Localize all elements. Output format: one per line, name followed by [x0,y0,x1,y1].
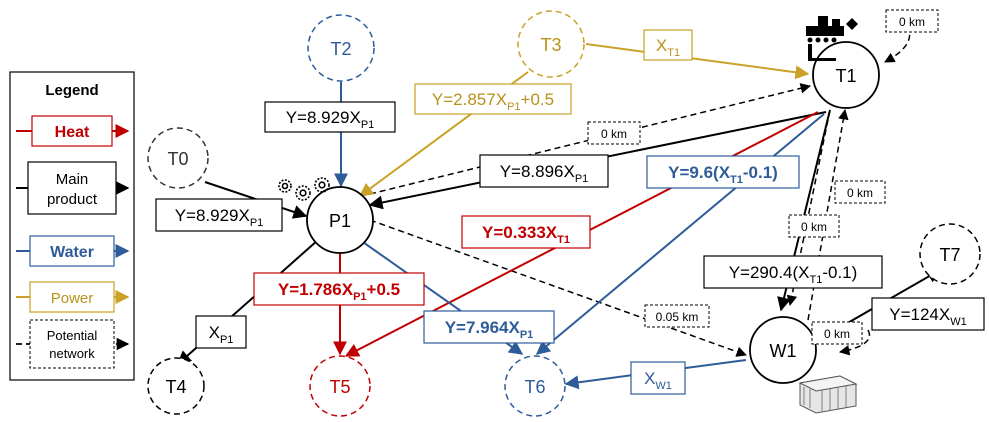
svg-text:0.05 km: 0.05 km [656,310,699,324]
distance-t1-w1-a: 0 km [834,180,886,204]
distance-w1-self: 0 km [811,321,863,345]
distance-t1-w1-b: 0 km [788,214,840,238]
svg-text:Y=9.6(XT1-0.1): Y=9.6(XT1-0.1) [668,163,778,186]
legend-water-label: Water [50,244,94,261]
svg-text:Y=290.4(XT1-0.1): Y=290.4(XT1-0.1) [729,263,858,286]
label-p1-t4: XP1 [195,315,247,349]
svg-text:Y=1.786XP1+0.5: Y=1.786XP1+0.5 [278,280,400,303]
node-t5: T5 [309,355,371,417]
distance-p1-w1: 0.05 km [644,304,710,328]
svg-text:XW1: XW1 [644,369,672,392]
label-t1-t5: Y=0.333XT1 [461,215,591,249]
conveyor-icon [806,16,858,61]
label-p1-t6: Y=7.964XP1 [423,310,555,344]
svg-text:0 km: 0 km [801,220,827,234]
svg-text:0 km: 0 km [899,15,925,29]
edge-t1-t6 [535,113,825,355]
svg-text:0 km: 0 km [847,186,873,200]
svg-text:0 km: 0 km [824,327,850,341]
legend-title: Legend [45,82,98,99]
node-w1-circle [749,316,817,384]
legend-main-product-box [27,161,117,215]
node-t7-label: T7 [939,245,960,265]
edge-p1-w1-potential [369,219,747,357]
svg-text:Y=8.929XP1: Y=8.929XP1 [286,108,375,131]
node-t6: T6 [504,355,566,417]
svg-text:Y=2.857XP1+0.5: Y=2.857XP1+0.5 [432,90,554,113]
legend-water-box [29,235,115,267]
node-t4-circle [147,357,205,415]
node-t6-label: T6 [524,377,545,397]
node-t3: T3 [517,10,585,78]
label-p1-t5: Y=1.786XP1+0.5 [253,272,425,306]
svg-text:XT1: XT1 [656,36,680,59]
node-t6-circle [504,355,566,417]
legend-potential-network-label-line2: network [49,346,95,361]
label-w1-t7: Y=124XW1 [871,297,985,331]
label-t1-p1: Y=8.896XP1 [479,154,609,188]
node-t3-circle [517,10,585,78]
label-t0-p1: Y=8.929XP1 [155,198,283,232]
legend-power-label: Power [51,290,94,307]
edge-t3-t1 [585,43,810,80]
node-t0-circle [147,127,209,189]
legend-main-product-label-line2: product [47,191,98,208]
node-t5-label: T5 [329,377,350,397]
label-t2-p1: Y=8.929XP1 [264,101,396,133]
svg-text:Y=0.333XT1: Y=0.333XT1 [482,223,570,246]
svg-text:Y=8.896XP1: Y=8.896XP1 [500,162,589,185]
label-t3-t1: XT1 [643,29,693,61]
node-t1-label: T1 [835,66,856,86]
svg-text:0 km: 0 km [601,127,627,141]
node-t0: T0 [147,127,209,189]
node-t4-label: T4 [165,377,186,397]
node-w1: W1 [749,316,817,384]
legend-heat-box [31,115,113,147]
distance-labels: 0 km 0 km 0 km 0 km 0.05 km 0 km [587,9,939,345]
node-t2: T2 [307,14,375,82]
label-t1-w1: Y=290.4(XT1-0.1) [703,255,883,289]
node-p1-circle [306,186,374,254]
node-t5-circle [309,355,371,417]
legend-power-box [29,281,115,313]
legend: Legend Heat Main product Water Power Pot… [9,71,135,381]
legend-potential-network-box [29,319,115,369]
svg-text:Y=7.964XP1: Y=7.964XP1 [445,318,534,341]
svg-text:Y=124XW1: Y=124XW1 [889,305,966,328]
node-t2-circle [307,14,375,82]
edge-p1-t1-potential [369,83,812,195]
node-p1: P1 [306,186,374,254]
node-t2-label: T2 [330,39,351,59]
legend-main-product-label-line1: Main [56,171,89,188]
distance-t1-p1: 0 km [587,121,641,145]
node-t0-label: T0 [167,149,188,169]
legend-heat-label: Heat [55,124,90,141]
node-t3-label: T3 [540,35,561,55]
svg-text:XP1: XP1 [209,323,234,346]
distance-t1-self: 0 km [885,9,939,33]
label-t1-t6: Y=9.6(XT1-0.1) [646,155,800,189]
tank-icon [798,375,858,414]
edge-w1-self-loop [838,329,871,356]
label-t3-p1: Y=2.857XP1+0.5 [414,83,572,115]
node-t1: T1 [812,41,880,109]
node-t7: T7 [919,223,981,285]
node-t7-circle [919,223,981,285]
node-t4: T4 [147,357,205,415]
node-p1-label: P1 [329,211,351,231]
legend-potential-network-label-line1: Potential [47,328,98,343]
svg-text:Y=8.929XP1: Y=8.929XP1 [175,206,264,229]
label-w1-t6: XW1 [630,361,686,395]
relation-labels: Y=8.929XP1 Y=2.857XP1+0.5 XT1 Y=8.929XP1… [155,29,985,395]
node-w1-label: W1 [770,341,797,361]
gears-icon [278,177,330,201]
